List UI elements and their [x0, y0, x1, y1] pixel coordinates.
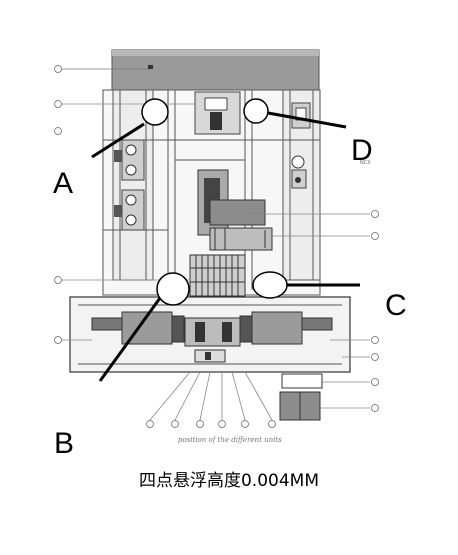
point-label-b: B: [54, 427, 74, 460]
point-marker-c: [252, 271, 360, 299]
left-fixtures: [114, 139, 145, 231]
bottom-leaders: [149, 371, 273, 421]
point-label-c: C: [385, 289, 407, 322]
top-plate: [60, 49, 320, 91]
diagram-subcaption: position of the different units: [178, 436, 282, 444]
ncx-tag: NCX: [360, 160, 371, 166]
reference-markers-right: [371, 210, 379, 412]
diagram-caption: 四点悬浮高度0.004MM: [139, 471, 319, 491]
right-fixtures: [291, 102, 311, 189]
base-assembly: [60, 296, 370, 373]
reference-markers-bottom: [146, 420, 276, 428]
reference-markers-left: [54, 65, 62, 344]
point-marker-b: [98, 272, 190, 382]
point-marker-d: [243, 98, 347, 129]
point-label-d: D: [351, 134, 373, 167]
top-carriage: [60, 91, 241, 135]
point-label-a: A: [53, 167, 73, 200]
point-marker-a: [91, 98, 169, 159]
central-mechanism: NCX: [197, 160, 371, 251]
bottom-motor: [279, 373, 370, 421]
